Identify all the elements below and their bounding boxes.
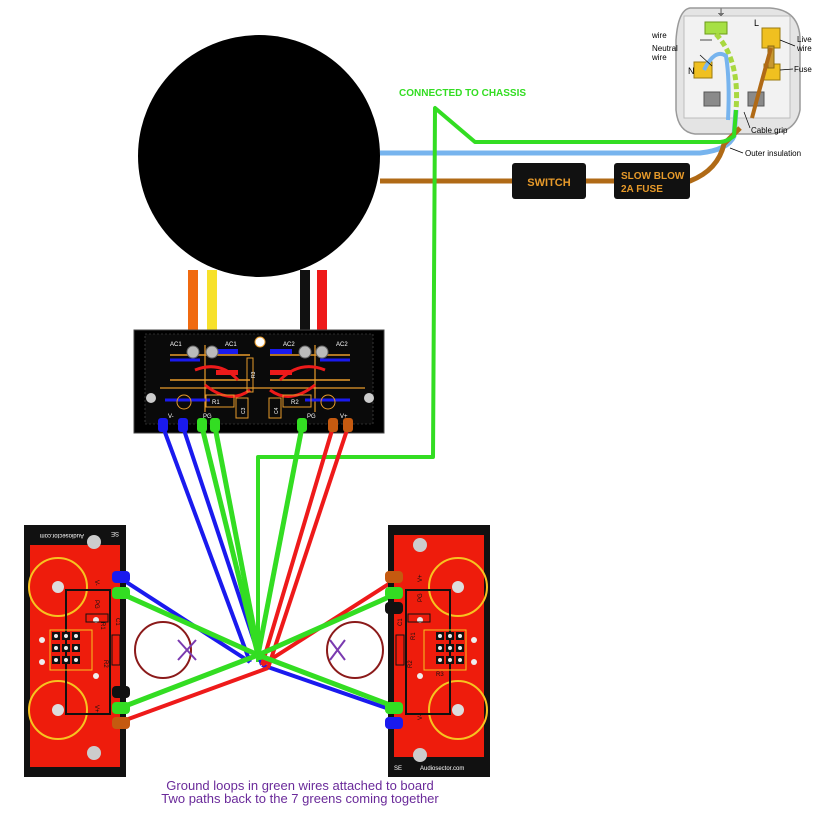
neutral-pin	[703, 91, 721, 107]
neutral-wire-label: Neutral	[652, 44, 678, 53]
earth-terminal	[704, 21, 728, 35]
amp-left-code: SE	[111, 530, 119, 536]
plug-neutral-wire	[702, 51, 731, 121]
live-terminal	[761, 27, 781, 49]
amp-left-r2: R2	[102, 660, 108, 668]
psu-ac1-right: AC1	[225, 342, 237, 348]
amp-left-c1: C1	[114, 618, 120, 626]
amp-right-code: SE	[394, 766, 402, 772]
psu-vplus: V+	[340, 414, 348, 420]
psu-vplus-wire-left	[260, 426, 335, 666]
psu-ac1-left: AC1	[170, 342, 182, 348]
plug-live-wire	[750, 47, 773, 119]
psu-pg-wire-left-b	[212, 426, 263, 661]
amp-right-mount-top	[413, 538, 427, 552]
amp-right-vplus: V+	[418, 574, 424, 582]
amp-left-pg-wire-top	[118, 590, 260, 658]
amp-left-vplus-wire	[119, 666, 269, 724]
transformer	[138, 35, 380, 277]
psu-c4: C4	[274, 407, 280, 414]
amp-right-site: Audiosector.com	[420, 766, 464, 772]
psu-output-terminals	[158, 418, 353, 432]
amp-left-vminus: V-	[93, 580, 99, 586]
ground-loop-right	[326, 621, 384, 679]
amp-left-r1: R1	[99, 622, 105, 630]
amp-right-r1: R1	[411, 632, 417, 640]
amp-left-pg-wire-bottom	[119, 652, 259, 711]
earth-wire	[714, 32, 740, 111]
psu-vminus-wire-left	[161, 426, 252, 663]
fuse-label-1: SLOW BLOW	[621, 171, 685, 182]
amp-right-mount-bottom	[413, 748, 427, 762]
psu-pg-wire-left-a	[199, 426, 261, 656]
fuse: SLOW BLOW 2A FUSE	[614, 163, 690, 199]
psu-r2: R2	[291, 400, 299, 406]
psu-ac2-left: AC2	[283, 342, 295, 348]
live-wire-label: Live	[797, 35, 812, 44]
earth-wire-label-fragment: wire	[651, 31, 667, 40]
earth-symbol: ⏚	[716, 8, 725, 18]
fuse-label: Fuse	[794, 65, 812, 74]
psu-mount-hole-left	[146, 393, 156, 403]
amp-left-site: Audiosector.com	[40, 532, 84, 538]
amp-right-c1: C1	[398, 618, 404, 626]
amp-left-cap-bottom	[28, 680, 88, 740]
caption-line-2: Two paths back to the 7 greens coming to…	[161, 791, 439, 806]
amp-right-pg: PG	[418, 593, 424, 602]
live-mains-wire	[380, 126, 742, 184]
psu-mount-hole-right	[364, 393, 374, 403]
psu-board: AC1 AC1 AC2 AC2 R1 R2 R3 C3 C4 V- V+ PG …	[133, 329, 385, 434]
fuse-box	[614, 163, 690, 199]
amp-right-pg-wire-bottom	[257, 652, 399, 711]
chassis-ground-wire	[256, 106, 738, 662]
amp-right-vminus-wire	[261, 663, 399, 714]
psu-pg-wire-right	[255, 426, 305, 656]
psu-c3: C3	[241, 407, 247, 414]
psu-pg-2: PG	[307, 414, 316, 420]
psu-r1: R1	[212, 400, 220, 406]
psu-vplus-wire-right	[266, 426, 350, 669]
fuse-label-2: 2A FUSE	[621, 184, 663, 195]
switch-label: SWITCH	[527, 177, 570, 189]
outer-insulation-label: Outer insulation	[745, 149, 801, 158]
psu-r3: R3	[251, 371, 257, 378]
neutral-letter: N	[688, 66, 695, 76]
amp-left-cap-top	[28, 557, 88, 617]
ground-loop-left	[134, 621, 197, 679]
amp-right-r2: R2	[408, 660, 414, 668]
live-wire-label-2: wire	[796, 44, 812, 53]
psu-vminus: V-	[168, 414, 174, 420]
switch: SWITCH	[512, 163, 586, 199]
amp-right-cap-top	[428, 557, 488, 617]
chassis-label: CONNECTED TO CHASSIS	[399, 88, 526, 99]
psu-pg-1: PG	[203, 414, 212, 420]
amp-left-mount-top	[87, 535, 101, 549]
amp-left-vplus: V+	[93, 705, 99, 713]
amp-board-left: Audiosector.com SE R1 R2 C1 PG V+ V-	[24, 525, 126, 777]
amp-left-mount-bottom	[87, 746, 101, 760]
psu-ac2-right: AC2	[336, 342, 348, 348]
live-letter: L	[754, 18, 759, 28]
amp-right-r3: R3	[436, 672, 444, 678]
cable-grip-label: Cable grip	[751, 126, 788, 135]
caption-line-1: Ground loops in green wires attached to …	[166, 778, 434, 793]
mains-plug: ⏚ L N wire Neutral wire Live wire Fuse C…	[651, 7, 812, 158]
switch-box	[512, 163, 586, 199]
amp-board-right: Audiosector.com SE R1 R2 R3 C1 PG V+ V-	[388, 525, 490, 777]
amp-left-pg: PG	[93, 600, 99, 609]
amp-right-vminus: V-	[418, 714, 424, 720]
amp-right-cap-bottom	[428, 680, 488, 740]
amp-right-pg-wire-top	[256, 590, 400, 658]
neutral-wire-label-2: wire	[651, 53, 667, 62]
